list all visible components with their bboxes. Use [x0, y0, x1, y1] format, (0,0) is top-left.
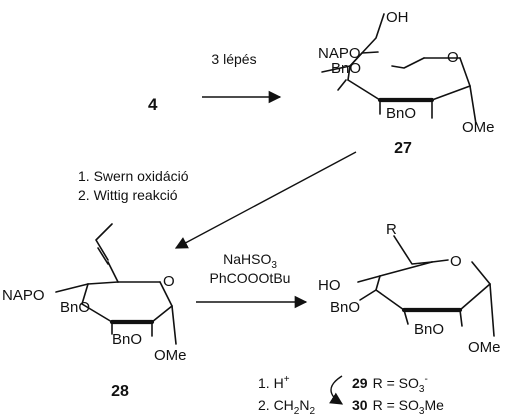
compound-27-nap: NAPO — [318, 45, 361, 62]
compound-28-structure — [55, 223, 177, 345]
compound-27-ome: OMe — [462, 119, 495, 136]
step1-reagent: 3 lépés — [211, 51, 256, 67]
compound-27-oh: OH — [386, 9, 409, 26]
step2-arrow — [174, 151, 357, 249]
compound-28-ome: OMe — [154, 347, 187, 364]
compound-27-bno-2: BnO — [386, 105, 416, 122]
product-r: R — [386, 221, 397, 238]
product-bno-2: BnO — [414, 321, 444, 338]
compound-27-ring-o: O — [447, 49, 459, 66]
compound-28-bno-1: BnO — [60, 299, 90, 316]
compound-27-bno-1: BnO — [331, 60, 361, 77]
product-ho: HO — [318, 277, 341, 294]
compound-27-number: 27 — [394, 140, 412, 157]
final-steps-arrow — [329, 375, 344, 405]
compound-27-structure — [321, 13, 477, 125]
step3-reagent-1: NaHSO3 — [223, 251, 277, 271]
compound-28-nap: NAPO — [2, 287, 45, 304]
compound-28-bno-2: BnO — [112, 331, 142, 348]
final-step-2: 2. CH2N2 — [258, 397, 315, 416]
product-structure — [357, 235, 495, 337]
compound-28-number: 28 — [111, 383, 129, 400]
final-step-1: 1. H+ — [258, 374, 290, 391]
product-ome: OMe — [468, 339, 501, 356]
product-bno-1: BnO — [330, 299, 360, 316]
step3-reagent-2: PhCOOOtBu — [210, 270, 291, 286]
step2-line1: 1. Swern oxidáció — [78, 168, 189, 184]
compound-28-ring-o: O — [163, 273, 175, 290]
product-ring-o: O — [450, 253, 462, 270]
compound-4-number: 4 — [148, 95, 158, 114]
step2-line2: 2. Wittig reakció — [78, 187, 178, 203]
